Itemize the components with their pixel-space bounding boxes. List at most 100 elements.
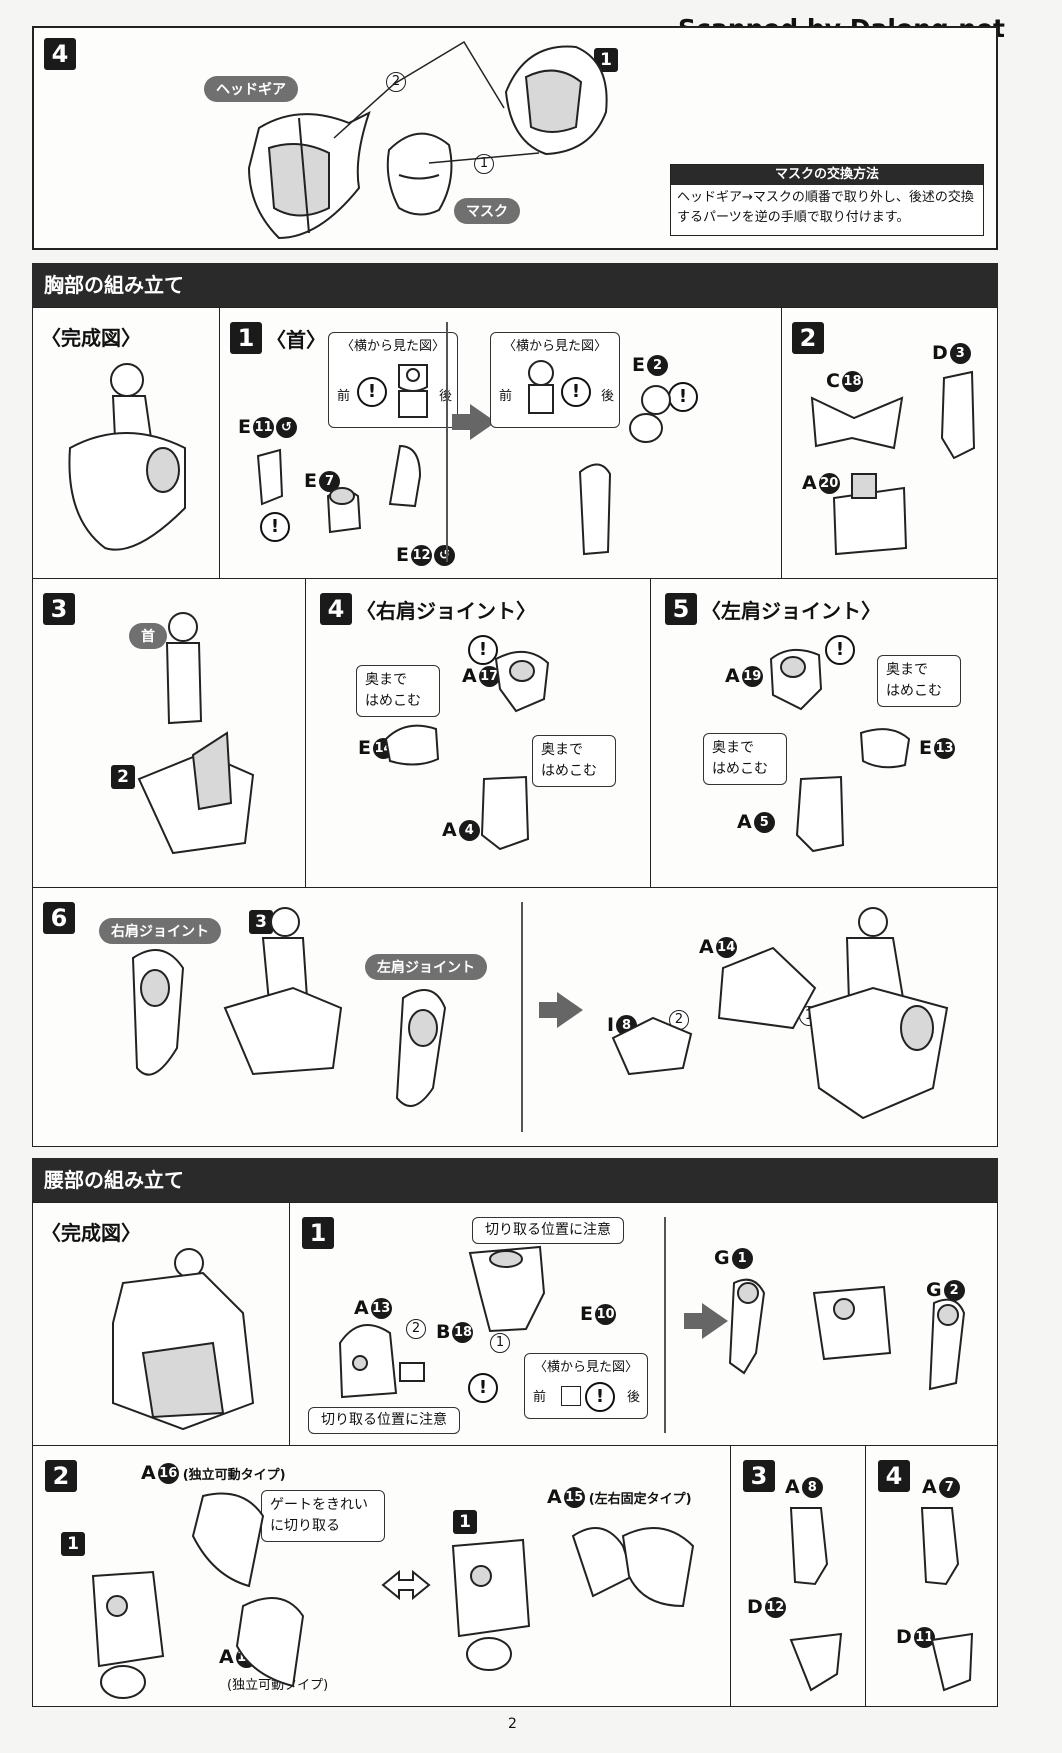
side-view-part bbox=[398, 364, 428, 418]
step4-parts bbox=[920, 1507, 974, 1692]
a18-note: (独立可動タイプ) bbox=[227, 1678, 329, 1693]
divider bbox=[664, 1217, 666, 1433]
neck-pill: 首 bbox=[129, 623, 167, 649]
right-shoulder-parts bbox=[384, 651, 550, 851]
headgear-pill: ヘッドギア bbox=[204, 76, 298, 102]
step-number: 5 bbox=[665, 593, 697, 625]
push-in-callout-1: 奥まで はめこむ bbox=[877, 655, 961, 707]
step-number: 4 bbox=[44, 38, 76, 70]
order-1: 1 bbox=[474, 154, 494, 174]
front-label: 前 bbox=[337, 389, 351, 404]
step-title: 〈右肩ジョイント〉 bbox=[356, 599, 536, 623]
step-title: 〈左肩ジョイント〉 bbox=[701, 599, 881, 623]
step-number: 6 bbox=[43, 902, 75, 934]
left-shoulder-pill: 左肩ジョイント bbox=[365, 954, 487, 980]
push-in-callout-2: 奥まで はめこむ bbox=[532, 735, 616, 787]
step3-drawing bbox=[137, 612, 255, 855]
complete-title: 〈完成図〉 bbox=[41, 326, 141, 350]
complete-title: 〈完成図〉 bbox=[41, 1221, 141, 1245]
waist-step2-right bbox=[451, 1527, 695, 1671]
chest-section-header: 胸部の組み立て bbox=[32, 263, 998, 307]
step-number: 4 bbox=[320, 593, 352, 625]
side-view-callout: 〈横から見た図〉 前 後 ! bbox=[524, 1353, 648, 1419]
headgear-part bbox=[247, 111, 371, 240]
caution-icon: ! bbox=[825, 635, 855, 665]
next-arrow bbox=[684, 1303, 728, 1339]
waist-section-header: 腰部の組み立て bbox=[32, 1158, 998, 1202]
push-in-callout-2: 奥まで はめこむ bbox=[703, 733, 787, 785]
step-number: 4 bbox=[878, 1460, 910, 1492]
neck-assembled bbox=[578, 385, 671, 556]
next-arrow bbox=[539, 992, 583, 1028]
divider bbox=[521, 902, 523, 1132]
push-in-callout-1: 奥まで はめこむ bbox=[356, 665, 440, 717]
caution-icon: ! bbox=[585, 1382, 615, 1412]
mask-exchange-title: マスクの交換方法 bbox=[671, 165, 983, 185]
mask-exchange-box: マスクの交換方法 ヘッドギア→マスクの順番で取り外し、後述の交換するパーツを逆の… bbox=[670, 164, 984, 236]
back-label: 後 bbox=[439, 387, 452, 407]
chest-step3-cell: 3 首 2 bbox=[32, 578, 306, 888]
cut-note-bottom: 切り取る位置に注意 bbox=[308, 1407, 460, 1434]
waist-complete-drawing bbox=[112, 1248, 255, 1431]
right-shoulder-pill: 右肩ジョイント bbox=[99, 918, 221, 944]
caution-icon: ! bbox=[468, 635, 498, 665]
mask-exchange-body: ヘッドギア→マスクの順番で取り外し、後述の交換するパーツを逆の手順で取り付けます… bbox=[677, 190, 974, 225]
side-view-callout-2: 〈横から見た図〉 前 後 ! bbox=[490, 332, 620, 428]
front-label: 前 bbox=[533, 1390, 547, 1405]
step4-head-panel: 4 ヘッドギア マスク 1 2 1 マスクの交換方法 ヘッドギア→マスクの順番で… bbox=[32, 26, 998, 250]
order-2: 2 bbox=[406, 1319, 426, 1339]
mask-part bbox=[386, 132, 453, 216]
step6-right-assembly bbox=[611, 907, 949, 1120]
chest-core-parts bbox=[810, 370, 976, 556]
side-view-part bbox=[528, 360, 554, 414]
side-view-label: 〈横から見た図〉 bbox=[533, 1360, 638, 1375]
mask-pill: マスク bbox=[454, 198, 520, 224]
step-number: 2 bbox=[792, 322, 824, 354]
step-title: 〈首〉 bbox=[266, 328, 326, 352]
side-view-callout-1: 〈横から見た図〉 前 後 ! bbox=[328, 332, 458, 428]
side-view-part bbox=[561, 1386, 581, 1406]
back-label: 後 bbox=[627, 1390, 641, 1405]
divider bbox=[446, 322, 448, 562]
caution-icon: ! bbox=[260, 512, 290, 542]
ref-number: 1 bbox=[61, 1532, 85, 1556]
waist-step1-parts bbox=[338, 1245, 546, 1399]
cut-note-top: 切り取る位置に注意 bbox=[472, 1217, 624, 1244]
ref-number: 1 bbox=[453, 1510, 477, 1534]
neck-parts bbox=[256, 444, 422, 534]
step-number: 3 bbox=[743, 1460, 775, 1492]
waist-step1-assembled bbox=[728, 1278, 966, 1391]
page-number: 2 bbox=[508, 1716, 517, 1732]
chest-complete-drawing bbox=[68, 363, 186, 551]
swap-arrow bbox=[381, 1569, 431, 1601]
left-shoulder-parts bbox=[769, 648, 911, 853]
waist-step2-left bbox=[91, 1492, 305, 1699]
back-label: 後 bbox=[601, 389, 615, 404]
chest-complete-cell: 〈完成図〉 bbox=[32, 307, 220, 579]
ref-number: 2 bbox=[111, 765, 135, 789]
chest-step6-cell: 6 右肩ジョイント 左肩ジョイント 3 A14 I8 1 2 bbox=[32, 887, 998, 1147]
